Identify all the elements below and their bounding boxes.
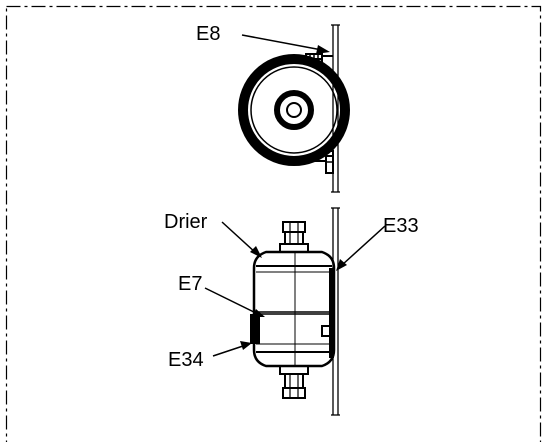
e34-callout: E34 xyxy=(168,341,252,371)
e34-label: E34 xyxy=(168,349,204,371)
drier-label: Drier xyxy=(164,211,208,233)
e7-callout: E7 xyxy=(178,273,265,317)
e8-label: E8 xyxy=(196,23,220,45)
coil-assembly xyxy=(238,24,350,193)
e33-label: E33 xyxy=(383,215,419,237)
e33-callout: E33 xyxy=(336,215,419,271)
dash-dot-border xyxy=(5,5,542,442)
e7-label: E7 xyxy=(178,273,202,295)
drier-assembly xyxy=(250,207,340,416)
e8-callout: E8 xyxy=(196,23,330,54)
drier-callout: Drier xyxy=(164,211,262,258)
